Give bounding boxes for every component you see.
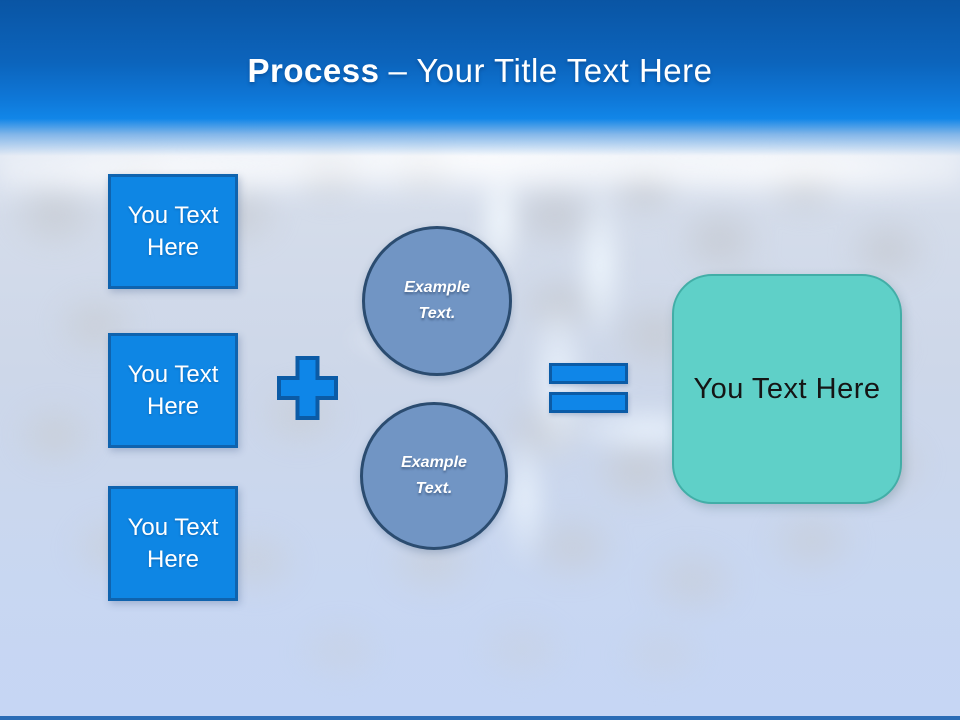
result-box: You Text Here [672, 274, 902, 504]
input-box-1-label: You Text Here [127, 201, 219, 261]
input-box-2: You Text Here [108, 333, 238, 448]
example-circle-1-label: Example Text. [404, 279, 470, 322]
input-box-1: You Text Here [108, 174, 238, 289]
plus-icon [276, 355, 339, 421]
title-keyword: Process [247, 52, 380, 89]
title-separator: – [388, 52, 408, 89]
header-band [0, 0, 960, 156]
input-box-3: You Text Here [108, 486, 238, 601]
title-text: Your Title Text Here [416, 52, 713, 89]
input-box-2-label: You Text Here [127, 360, 219, 420]
result-box-label: You Text Here [693, 372, 881, 405]
footer-accent-bar [0, 716, 960, 720]
equals-top-bar [549, 363, 628, 384]
equals-icon [549, 363, 628, 413]
slide-title: Process–Your Title Text Here [0, 52, 960, 90]
example-circle-2: Example Text. [360, 402, 508, 550]
equals-bottom-bar [549, 392, 628, 413]
input-box-3-label: You Text Here [127, 513, 219, 573]
example-circle-2-label: Example Text. [401, 454, 467, 497]
example-circle-1: Example Text. [362, 226, 512, 376]
